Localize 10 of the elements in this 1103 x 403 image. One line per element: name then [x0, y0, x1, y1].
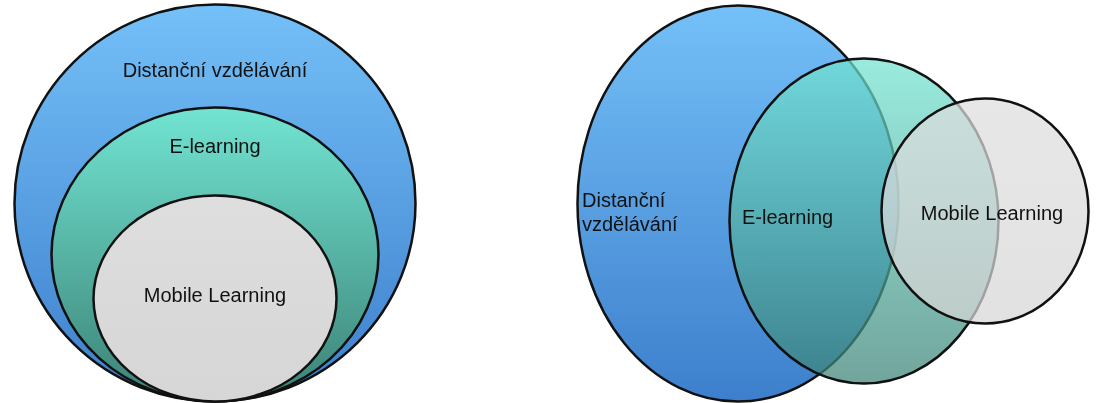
region-label: E-learning [742, 205, 835, 229]
region-label: Mobile Learning [919, 201, 1065, 225]
region-label: Distanční vzdělávání [121, 58, 309, 82]
region-label: Mobile Learning [142, 283, 288, 307]
venn-circle [880, 97, 1090, 325]
region-label: E-learning [168, 134, 262, 158]
venn-circle [92, 194, 338, 403]
venn-circle [13, 3, 417, 403]
region-label: Distanční vzdělávání [582, 188, 679, 236]
venn-circle [50, 106, 380, 403]
